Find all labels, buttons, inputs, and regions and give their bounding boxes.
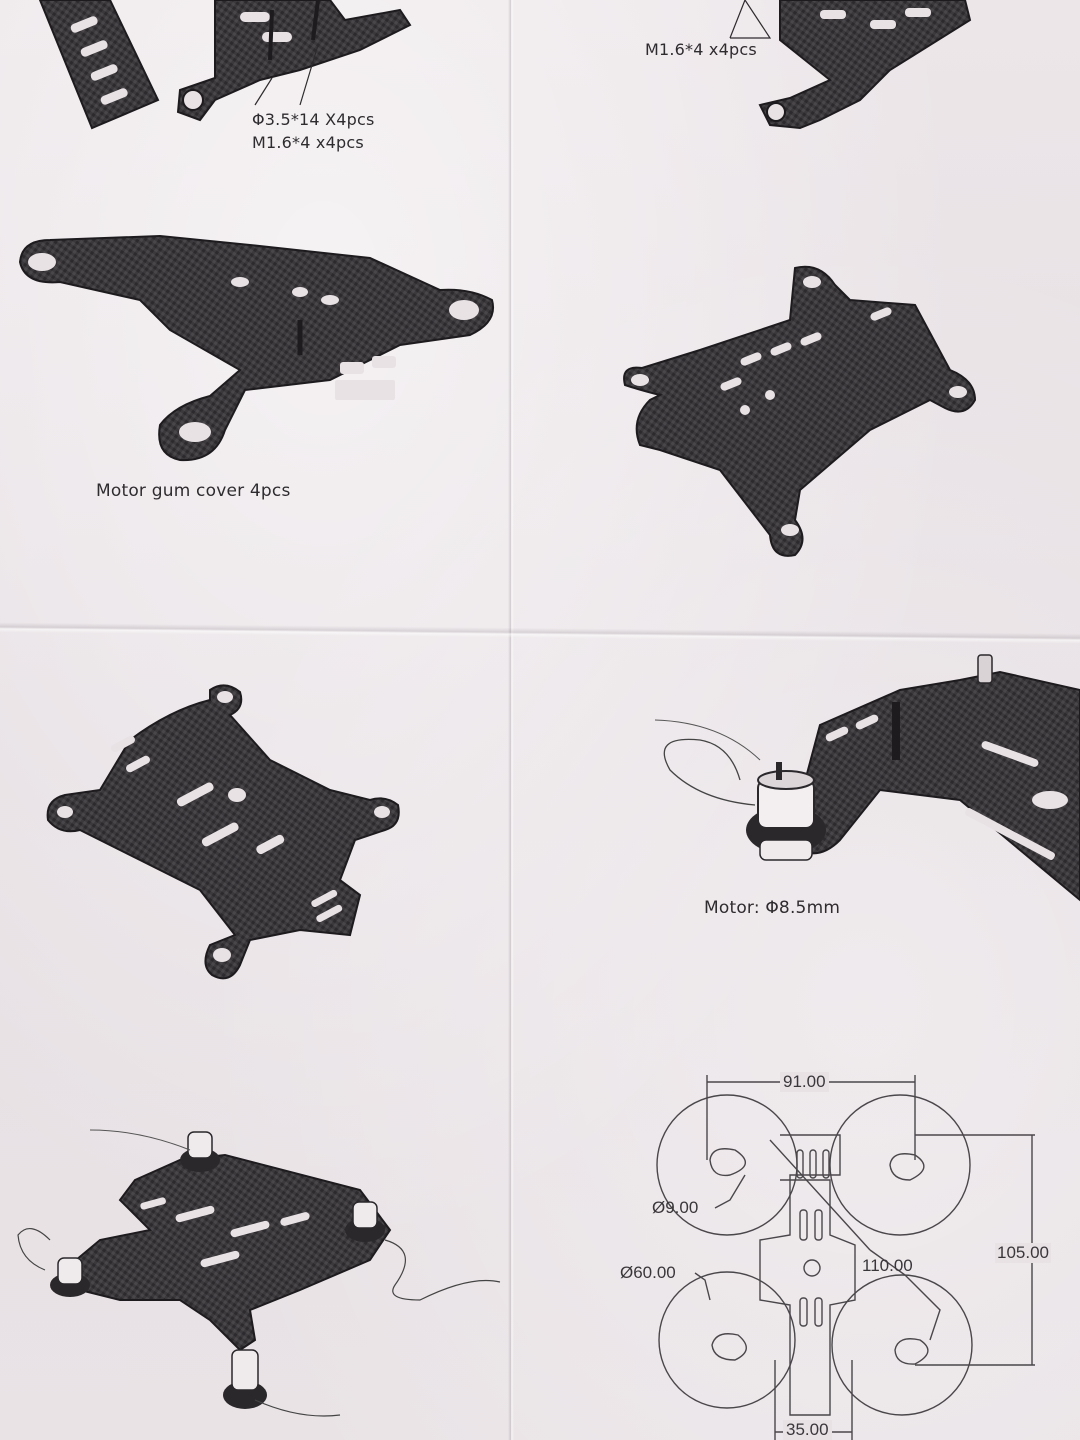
propeller-diameter-label: Ø60.00: [620, 1263, 676, 1282]
screw-spec-caption: Φ3.5*14 X4pcs: [252, 110, 375, 129]
frame-top-plate: [46, 684, 400, 980]
vertical-fold-crease: [508, 0, 514, 1440]
motor-gum-cover-caption: Motor gum cover 4pcs: [96, 481, 291, 501]
motor-mount-closeup: [654, 654, 1080, 902]
hole-diameter-label: Ø9.00: [652, 1198, 699, 1217]
diagonal-dimension-label: 110.00: [862, 1256, 913, 1275]
nut-spec-caption-right: M1.6*4 x4pcs: [645, 40, 757, 59]
nut-spec-caption-left: M1.6*4 x4pcs: [252, 133, 364, 152]
assembled-frame-right: [623, 265, 977, 557]
dimension-drawing: [656, 1075, 1035, 1440]
motor-size-caption: Motor: Φ8.5mm: [704, 898, 841, 918]
width-dimension-label: 91.00: [780, 1072, 829, 1092]
frame-with-motor-mount: [18, 234, 494, 462]
base-width-label: 35.00: [783, 1420, 832, 1440]
top-right-frame-part: [729, 0, 972, 130]
top-left-frame-part: [38, 0, 412, 130]
frame-with-four-motors: [17, 1129, 501, 1417]
height-dimension-label: 105.00: [995, 1243, 1051, 1263]
